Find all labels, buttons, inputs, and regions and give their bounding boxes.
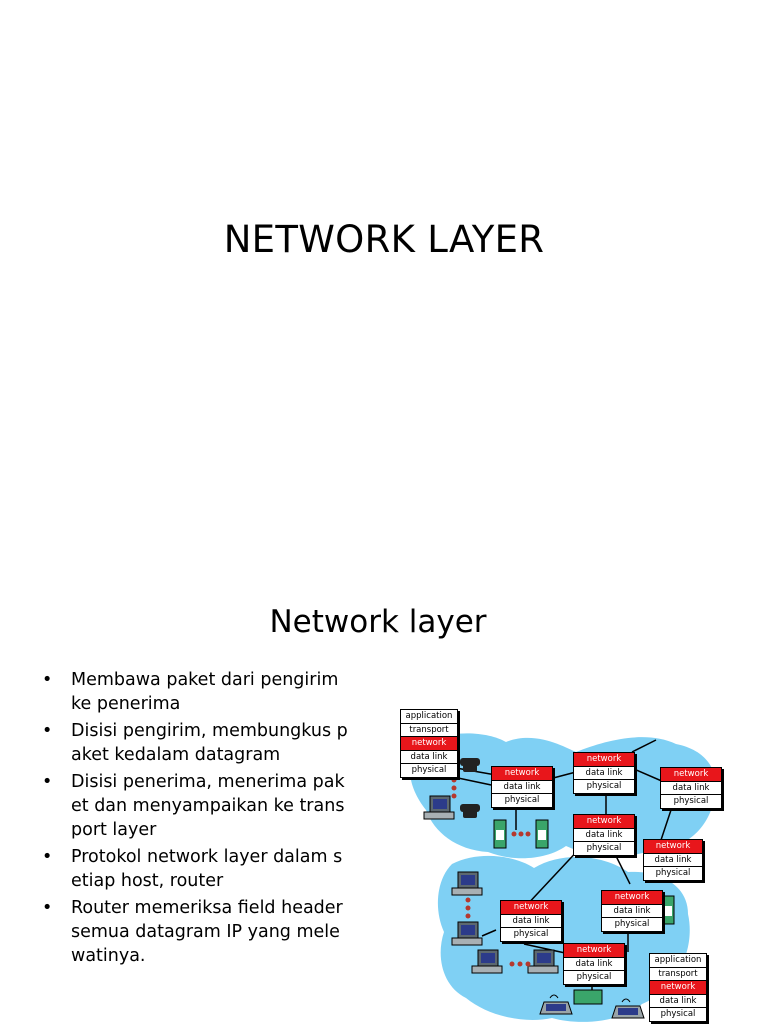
layer-physical: physical (660, 1009, 696, 1019)
bullet-symbol: • (42, 721, 53, 741)
router-protocol-stack: network data link physical (563, 943, 625, 985)
layer-data-link: data link (650, 995, 706, 1008)
bullet-text: Disisi pengirim, membungkus p aket kedal… (71, 721, 348, 765)
bullet-text: Router memeriksa field header semua data… (71, 898, 343, 966)
layer-data-link: data link (564, 958, 624, 971)
bullet-text: Membawa paket dari pengirim ke penerima (71, 670, 339, 714)
access-point-icon (573, 989, 603, 1005)
layer-network: network (492, 767, 552, 781)
bullet-item: • Membawa paket dari pengirim ke penerim… (38, 668, 378, 716)
layer-physical: physical (673, 796, 709, 806)
layer-network: network (401, 737, 457, 751)
layer-application: application (401, 710, 457, 724)
layer-transport: transport (401, 724, 457, 737)
computer-icon (451, 921, 483, 946)
layer-data-link: data link (574, 829, 634, 842)
host-protocol-stack-top-left: application transport network data link … (400, 709, 458, 778)
layer-data-link: data link (492, 781, 552, 794)
laptop-icon (611, 1005, 645, 1019)
server-icon (493, 819, 507, 849)
layer-transport: transport (650, 968, 706, 981)
layer-network: network (644, 840, 702, 854)
bullet-item: • Disisi penerima, menerima pak et dan m… (38, 770, 378, 842)
telephone-icon (460, 758, 480, 772)
computer-icon (451, 871, 483, 896)
layer-physical: physical (586, 843, 622, 853)
layer-network: network (501, 901, 561, 915)
bullet-text: Disisi penerima, menerima pak et dan men… (71, 772, 345, 840)
wireless-signal-icon (549, 994, 631, 1003)
computer-icon (423, 795, 455, 820)
laptop-icon (539, 1001, 573, 1015)
layer-data-link: data link (574, 767, 634, 780)
bullet-text: Protokol network layer dalam s etiap hos… (71, 847, 343, 891)
layer-data-link: data link (661, 782, 721, 795)
bullet-symbol: • (42, 898, 53, 918)
bullet-item: • Protokol network layer dalam s etiap h… (38, 845, 378, 893)
layer-data-link: data link (644, 854, 702, 867)
bullet-symbol: • (42, 670, 53, 690)
layer-data-link: data link (501, 915, 561, 928)
layer-physical: physical (411, 765, 447, 775)
layer-physical: physical (513, 929, 549, 939)
computer-icon (471, 949, 503, 974)
layer-network: network (661, 768, 721, 782)
router-protocol-stack: network data link physical (573, 752, 635, 794)
layer-network: network (574, 753, 634, 767)
bullet-symbol: • (42, 772, 53, 792)
router-protocol-stack: network data link physical (573, 814, 635, 856)
layer-application: application (650, 954, 706, 968)
router-protocol-stack: network data link physical (601, 890, 663, 932)
slide-1-title: NETWORK LAYER (223, 218, 545, 261)
server-icon (661, 895, 675, 925)
dotted-connector (511, 831, 531, 837)
layer-network: network (574, 815, 634, 829)
router-protocol-stack: network data link physical (660, 767, 722, 809)
bullet-item: • Router memeriksa field header semua da… (38, 896, 378, 968)
layer-physical: physical (576, 972, 612, 982)
layer-data-link: data link (602, 905, 662, 918)
bullet-symbol: • (42, 847, 53, 867)
bullet-list: • Membawa paket dari pengirim ke penerim… (38, 668, 378, 971)
layer-network: network (650, 981, 706, 995)
dotted-connector (451, 777, 457, 799)
upper-network-cloud (410, 733, 716, 859)
router-protocol-stack: network data link physical (491, 766, 553, 808)
router-protocol-stack: network data link physical (643, 839, 703, 881)
router-protocol-stack: network data link physical (500, 900, 562, 942)
server-icon (535, 819, 549, 849)
layer-network: network (564, 944, 624, 958)
network-diagram: application transport network data link … (396, 700, 726, 1024)
bullet-item: • Disisi pengirim, membungkus p aket ked… (38, 719, 378, 767)
slide-2-title: Network layer (269, 604, 487, 640)
layer-data-link: data link (401, 751, 457, 764)
layer-physical: physical (586, 781, 622, 791)
layer-network: network (602, 891, 662, 905)
host-protocol-stack-bottom-right: application transport network data link … (649, 953, 707, 1022)
computer-icon (527, 949, 559, 974)
layer-physical: physical (614, 919, 650, 929)
layer-physical: physical (504, 795, 540, 805)
layer-physical: physical (655, 868, 691, 878)
telephone-icon (460, 804, 480, 818)
dotted-connector (465, 897, 531, 967)
